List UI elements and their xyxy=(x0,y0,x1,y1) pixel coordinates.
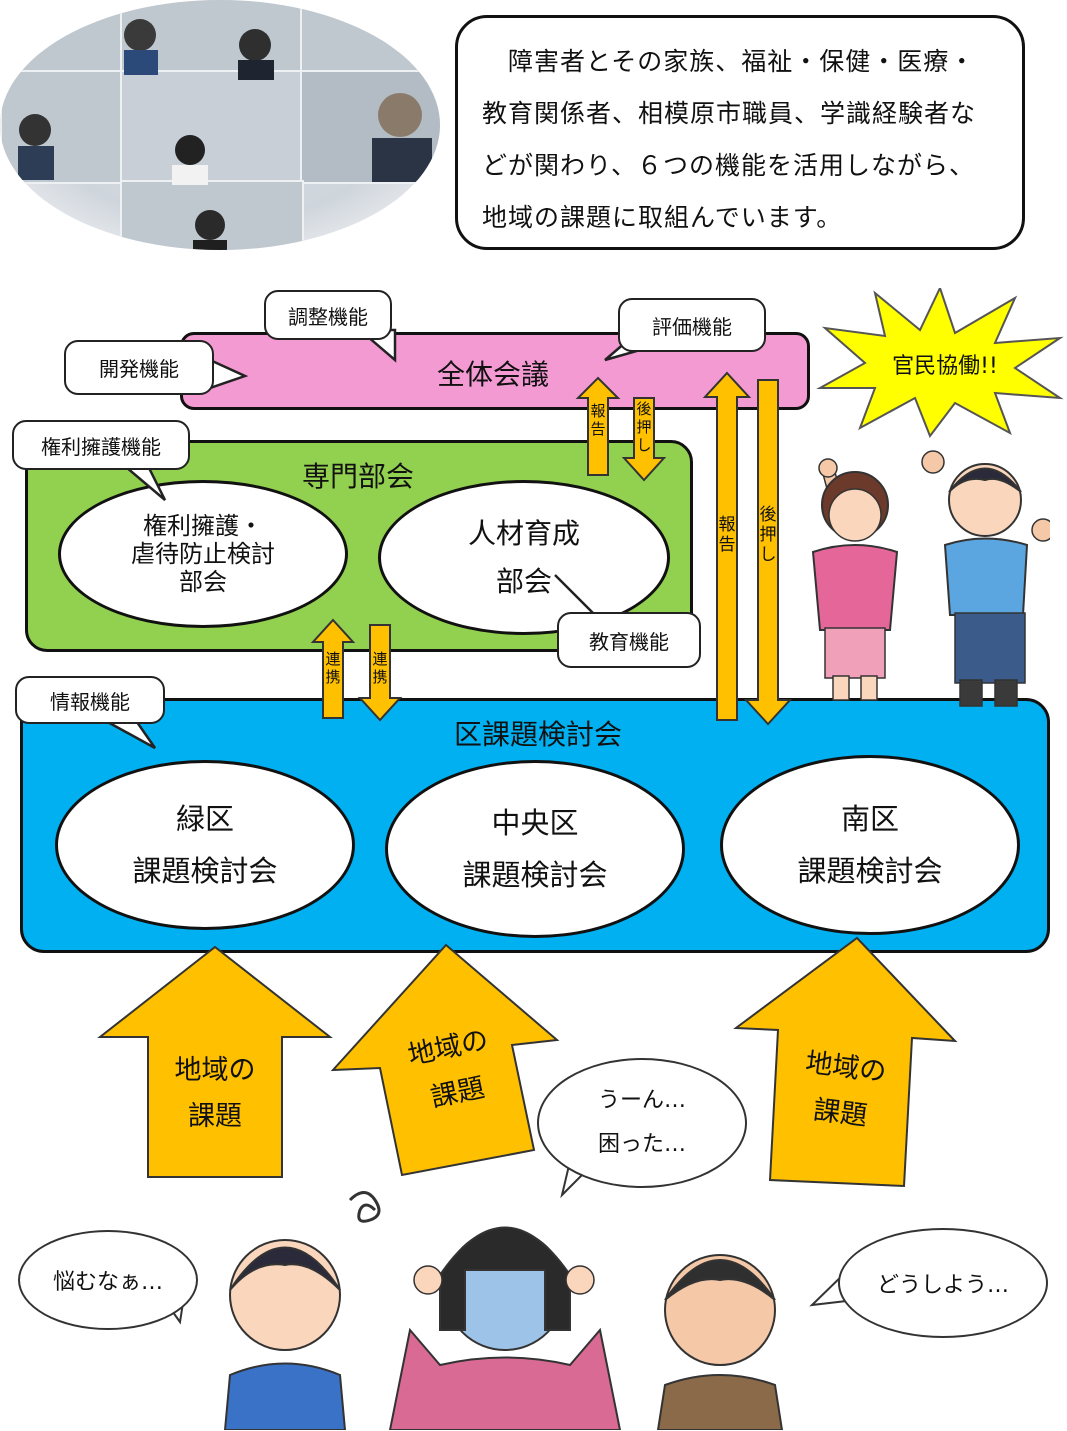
link-arrow-label: 連携 xyxy=(372,650,388,686)
local-issue-line: 地域の xyxy=(174,1055,256,1086)
education-function-callout: 教育機能 xyxy=(557,612,701,668)
specialist-committee-label: 専門部会 xyxy=(301,460,414,493)
develop-function-label: 開発機能 xyxy=(99,357,179,381)
intro-line: 教育関係者、相模原市職員、学識経験者な xyxy=(482,99,977,128)
chuo-ward-ellipse: 中央区 課題検討会 xyxy=(385,760,685,938)
local-issue-label-left: 地域の 課題 xyxy=(160,1048,270,1140)
intro-text-box: 障害者とその家族、福祉・保健・医療・ 教育関係者、相模原市職員、学識経験者な ど… xyxy=(455,15,1025,250)
push-long-arrow-label: 後押し xyxy=(759,505,777,565)
ward-meeting-label: 区課題検討会 xyxy=(453,718,622,751)
speech-bubble-what: どうしよう… xyxy=(838,1228,1048,1338)
intro-line: 地域の課題に取組んでいます。 xyxy=(482,203,843,232)
hr-committee-line: 部会 xyxy=(495,564,552,598)
adjust-function-callout: 調整機能 xyxy=(264,290,392,340)
link-arrow-label: 連携 xyxy=(325,650,341,686)
rights-committee-line: 権利擁護・ xyxy=(143,512,263,540)
cheering-people-illustration xyxy=(811,450,1050,707)
link-arrow-down xyxy=(357,624,403,722)
push-arrow-down xyxy=(621,397,667,482)
midori-ward-line: 課題検討会 xyxy=(132,854,278,888)
speech-line: どうしよう… xyxy=(876,1273,1009,1298)
report-long-arrow-label: 報告 xyxy=(718,515,736,555)
report-arrow-label: 報告 xyxy=(590,402,606,438)
information-function-label: 情報機能 xyxy=(50,689,130,714)
minami-ward-line: 課題検討会 xyxy=(797,854,943,888)
rights-committee-line: 部会 xyxy=(179,568,227,596)
chuo-ward-line: 課題検討会 xyxy=(462,858,608,892)
develop-function-callout: 開発機能 xyxy=(64,340,214,395)
midori-ward-ellipse: 緑区 課題検討会 xyxy=(55,760,355,930)
rights-function-callout: 権利擁護機能 xyxy=(12,420,190,470)
rights-function-label: 権利擁護機能 xyxy=(41,434,161,459)
rights-committee-line: 虐待防止検討 xyxy=(131,540,275,568)
photo-cell xyxy=(10,0,124,74)
people-silhouettes xyxy=(18,19,432,250)
push-arrow-label: 後押し xyxy=(636,400,652,454)
evaluate-function-callout: 評価機能 xyxy=(618,298,766,352)
adjust-function-label: 調整機能 xyxy=(288,304,368,329)
scribble-icon xyxy=(348,1191,381,1223)
minami-ward-line: 南区 xyxy=(840,802,899,836)
local-issue-arrow-right xyxy=(733,936,958,1188)
hr-committee-line: 人材育成 xyxy=(467,516,580,550)
local-issue-arrow-left xyxy=(97,945,333,1178)
midori-ward-line: 緑区 xyxy=(175,802,234,836)
local-issue-line: 課題 xyxy=(188,1101,242,1132)
speech-line: 悩むなぁ… xyxy=(52,1270,163,1295)
speech-line: うーん… xyxy=(597,1088,686,1113)
link-arrow-up xyxy=(310,618,356,719)
local-issue-arrow-center xyxy=(330,943,560,1177)
information-function-callout: 情報機能 xyxy=(15,676,165,724)
rights-committee-ellipse: 権利擁護・ 虐待防止検討 部会 xyxy=(58,480,348,628)
photo-cell xyxy=(300,0,434,74)
worried-people-illustration xyxy=(223,1191,784,1430)
starburst-shape xyxy=(816,288,1064,438)
education-function-label: 教育機能 xyxy=(589,629,669,654)
intro-line: 障害者とその家族、福祉・保健・医療・ xyxy=(482,47,976,76)
meeting-photo xyxy=(0,0,440,250)
intro-line: どが関わり、６つの機能を活用しながら、 xyxy=(482,151,976,180)
evaluate-function-label: 評価機能 xyxy=(652,314,732,339)
general-meeting-label: 全体会議 xyxy=(436,358,549,391)
starburst-text: 官民協働!! xyxy=(892,354,998,379)
hr-committee-ellipse: 人材育成 部会 xyxy=(378,480,670,635)
speech-line: 困った… xyxy=(597,1132,686,1157)
minami-ward-ellipse: 南区 課題検討会 xyxy=(720,755,1020,935)
push-long-arrow-down xyxy=(743,379,793,726)
chuo-ward-line: 中央区 xyxy=(491,806,579,840)
speech-bubble-worry: 悩むなぁ… xyxy=(18,1230,198,1330)
report-arrow-up xyxy=(575,376,621,476)
speech-bubble-hmm: うーん… 困った… xyxy=(537,1058,747,1188)
report-long-arrow-up xyxy=(702,371,752,721)
